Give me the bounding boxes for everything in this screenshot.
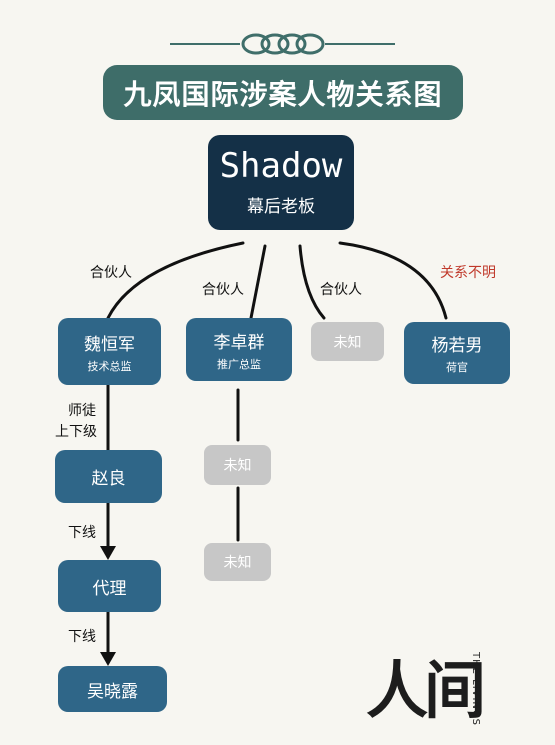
label-unknown-relation: 关系不明 [440,265,496,281]
node-li-name: 李卓群 [213,332,265,353]
node-agent-name: 代理 [92,578,127,599]
boss-name: Shadow [219,146,343,187]
label-downline-1: 下线 [68,525,96,541]
label-partner-li: 合伙人 [202,282,244,298]
node-yang-name: 杨若男 [431,336,483,356]
page-title: 九凤国际涉案人物关系图 [103,65,463,120]
node-wei-name: 魏恒军 [84,334,135,355]
node-yang-role: 荷官 [446,361,468,374]
arrow-head-agent [100,546,116,560]
node-li: 李卓群 推广总监 [186,318,292,381]
brand-logo: 人间 [366,654,486,727]
node-yang: 杨若男 荷官 [404,322,510,384]
label-partner-wei: 合伙人 [90,265,132,281]
node-wei-role: 技术总监 [87,359,132,373]
label-mentor: 师徒 [68,403,96,419]
label-superior: 上下级 [55,424,97,440]
header-rule-right [325,43,395,45]
page-title-text: 九凤国际涉案人物关系图 [123,77,443,111]
boss-role: 幕后老板 [247,196,315,217]
node-wu-name: 吴晓露 [87,681,138,702]
line-boss-wei [106,241,245,320]
node-unknown-partner: 未知 [311,322,384,361]
label-partner-unknown: 合伙人 [320,282,362,298]
node-zhao: 赵良 [55,450,162,503]
line-boss-unknown [298,244,326,320]
line-boss-li [249,244,267,320]
node-wu: 吴晓露 [58,666,167,712]
label-downline-2: 下线 [68,629,96,645]
node-li-role: 推广总监 [217,357,261,371]
arrow-head-wu [100,652,116,666]
line-boss-yang [338,241,448,320]
boss-node: Shadow 幕后老板 [208,135,354,230]
node-li-sub-1: 未知 [204,445,271,485]
knot-ornament-icon [241,33,325,55]
brand-logo-subtitle: THE LIVINGS [470,652,481,727]
node-li-sub-2: 未知 [204,543,271,581]
header-rule-left [170,43,240,45]
node-agent: 代理 [58,560,161,612]
node-wei: 魏恒军 技术总监 [58,318,161,385]
node-zhao-name: 赵良 [91,469,126,489]
